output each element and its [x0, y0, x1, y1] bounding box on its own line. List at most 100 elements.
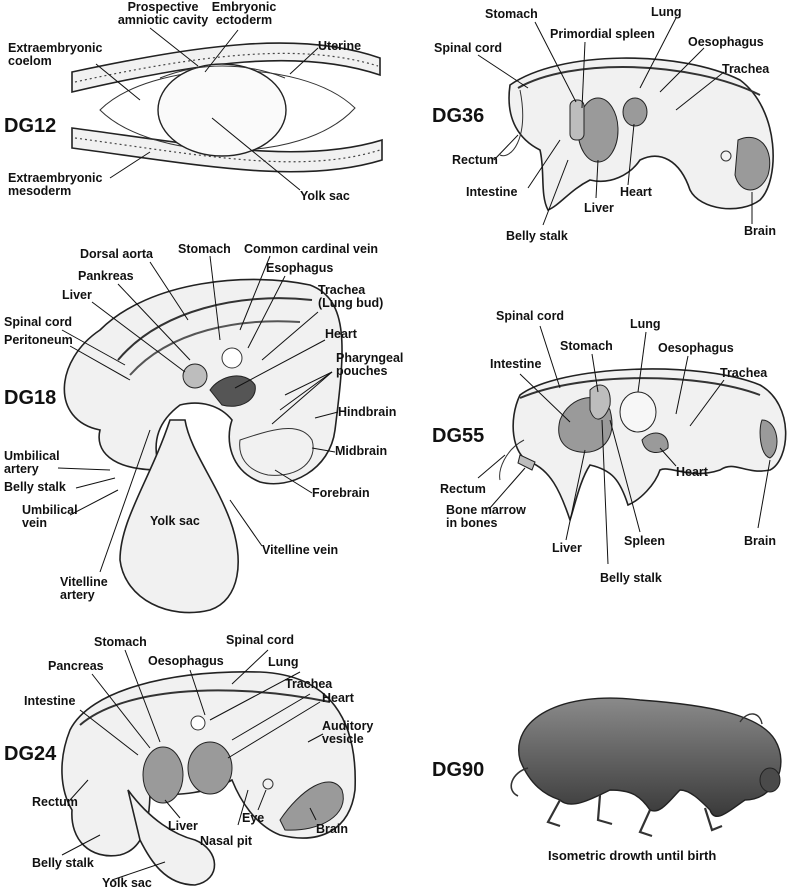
label-heart-dg55: Heart [676, 465, 709, 479]
label-lung-dg24: Lung [268, 655, 299, 669]
panel-dg90: DG90 Isometric drowth until birth [432, 697, 782, 863]
leader-trachea-dg55 [689, 379, 725, 427]
heart-shape-dg55 [641, 432, 669, 453]
spinal-cord-dg24 [79, 689, 331, 726]
heart-shape-dg24 [187, 741, 233, 795]
leader-oesophagus-dg36 [659, 47, 705, 93]
leader-brain-dg24 [309, 807, 317, 821]
stomach-shape-dg55 [589, 384, 611, 420]
fetus-snout-dg90 [759, 767, 781, 793]
leader-stomach-dg18 [209, 255, 221, 341]
label-lung-dg55: Lung [630, 317, 661, 331]
leader-midbrain [311, 447, 336, 453]
leader-pankreas [117, 283, 191, 361]
leader-belly-stalk-dg24 [61, 834, 101, 856]
label-brain-dg24: Brain [316, 822, 348, 836]
leader-oesophagus-dg24 [189, 669, 206, 716]
leader-heart-dg36 [627, 123, 635, 186]
leader-stomach-dg36 [534, 21, 577, 103]
label-liver-dg24: Liver [168, 819, 198, 833]
label-dorsal-aorta: Dorsal aorta [80, 247, 154, 261]
leader-spleen-dg55 [609, 419, 641, 533]
label-peritoneum: Peritoneum [4, 333, 73, 347]
leader-lung-dg36 [639, 17, 677, 89]
leader-rectum-dg36 [493, 134, 519, 161]
leader-embryonic-ectoderm [204, 29, 239, 73]
leader-extraembryonic-mesoderm [109, 151, 151, 179]
leader-auditory-vesicle [307, 733, 324, 743]
leader-trachea-dg36 [675, 71, 725, 111]
leader-stomach-dg24 [124, 649, 161, 743]
label-oesophagus-dg24: Oesophagus [148, 654, 224, 668]
panel-dg18: Dorsal aorta Stomach Common cardinal vei… [4, 242, 403, 614]
label-pancreas: Pancreas [48, 659, 104, 673]
label-hindbrain: Hindbrain [338, 405, 396, 419]
eye-shape-dg36 [720, 150, 732, 162]
leader-heart-dg24 [227, 701, 321, 759]
leader-liver-dg55 [565, 449, 586, 541]
leader-yolk-sac-dg24 [111, 861, 166, 881]
panel-dg24: Stomach Spinal cord Oesophagus Pancreas … [4, 633, 373, 890]
label-oesophagus-dg55: Oesophagus [658, 341, 734, 355]
label-yolk-sac-dg18: Yolk sac [150, 514, 200, 528]
heart-shape-dg36 [622, 97, 648, 127]
leader-vitelline-vein [229, 499, 263, 547]
stage-label-dg12: DG12 [4, 115, 56, 137]
fetus-tail-dg90 [510, 767, 529, 797]
leader-intestine-dg24 [79, 709, 139, 756]
lung-shape-dg24 [190, 715, 206, 731]
leader-trachea-dg24 [231, 693, 311, 741]
leader-extraembryonic-coelom [95, 63, 141, 101]
label-eye-dg24: Eye [242, 811, 264, 825]
label-spinal-cord-dg36: Spinal cord [434, 41, 502, 55]
leader-yolk-sac-dg12 [211, 117, 301, 191]
leader-hindbrain [314, 411, 339, 419]
label-trachea-dg24: Trachea [285, 677, 333, 691]
leader-forebrain [274, 469, 313, 494]
label-liver-dg18: Liver [62, 288, 92, 302]
leader-heart-dg18 [234, 339, 326, 389]
leader-intestine-dg36 [527, 139, 561, 189]
stage-label-dg36: DG36 [432, 105, 484, 127]
label-nasal-pit: Nasal pit [200, 834, 253, 848]
label-yolk-sac-dg24: Yolk sac [102, 876, 152, 890]
fetus-ear-dg90 [739, 713, 763, 725]
label-spleen-dg55: Spleen [624, 534, 665, 548]
leader-spinal-cord-dg55 [539, 325, 561, 389]
uterine-hatch-bottom [74, 137, 381, 163]
label-oesophagus-dg36: Oesophagus [688, 35, 764, 49]
leader-spinal-cord-dg18 [61, 329, 126, 366]
label-uterine: Uterine [318, 39, 361, 53]
stage-label-dg90: DG90 [432, 759, 484, 781]
label-liver-dg36: Liver [584, 201, 614, 215]
leader-bone-marrow [489, 467, 526, 509]
leader-stomach-dg55 [591, 353, 599, 393]
spinal-cord-dg18 [117, 297, 313, 361]
label-primordial-spleen: Primordial spleen [550, 27, 655, 41]
leader-pharyngeal-3 [271, 371, 333, 425]
leader-belly-stalk-dg55 [601, 419, 609, 565]
leader-lung-dg55 [637, 331, 647, 393]
uterine-wall-top [71, 42, 381, 94]
leader-rectum-dg24 [69, 779, 89, 801]
label-esophagus: Esophagus [266, 261, 333, 275]
stomach-shape-dg18 [221, 347, 243, 369]
brain-shape-dg55 [759, 419, 778, 459]
bone-shape-dg55 [517, 454, 536, 471]
label-trachea-dg36: Trachea [722, 62, 770, 76]
label-heart-dg36: Heart [620, 185, 653, 199]
fetus-legs-dg90 [546, 794, 723, 838]
dorsal-aorta-shape [129, 320, 301, 376]
tail-dg55 [499, 439, 525, 481]
stage-label-dg55: DG55 [432, 425, 484, 447]
label-yolk-sac-dg12: Yolk sac [300, 189, 350, 203]
leader-trachea-dg18 [261, 311, 319, 361]
panel-dg55: Spinal cord Lung Stomach Intestine Oesop… [432, 309, 787, 585]
